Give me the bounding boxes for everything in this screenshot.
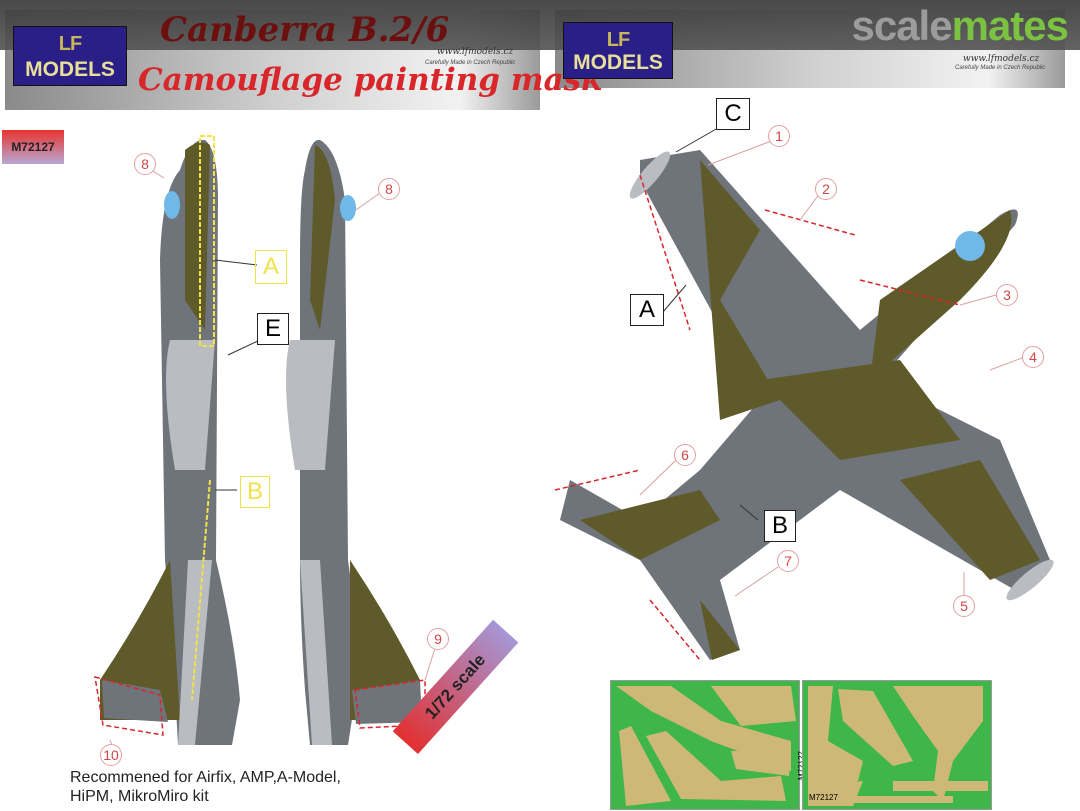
callout-8-left: 8: [134, 153, 156, 175]
scalemates-watermark: scalemates: [851, 2, 1069, 49]
mask-sheet-1: M72127: [610, 680, 806, 810]
callout-7: 7: [777, 550, 799, 572]
callout-4: 4: [1022, 346, 1044, 368]
tagline-right: Carefully Made in Czech Republic: [955, 65, 1046, 71]
wings-icon: LF: [58, 33, 82, 55]
callout-3: 3: [996, 284, 1018, 306]
product-subtitle: Camouflage painting mask: [138, 62, 603, 98]
logo-text: MODELS: [25, 58, 115, 81]
compatibility-note: Recommened for Airfix, AMP,A-Model, HiPM…: [70, 769, 341, 805]
callout-2: 2: [815, 178, 837, 200]
callout-10: 10: [100, 744, 122, 766]
label-a-plan: A: [630, 294, 664, 326]
tagline: Carefully Made in Czech Republic: [425, 60, 516, 66]
mask-sheet-2: M72127: [802, 680, 992, 810]
callout-8-right: 8: [378, 178, 400, 200]
callout-6: 6: [674, 444, 696, 466]
label-e-side: E: [257, 313, 289, 345]
callout-9: 9: [427, 628, 449, 650]
top-banner: [0, 0, 1080, 50]
callout-5: 5: [953, 595, 975, 617]
label-a-side: A: [255, 250, 287, 284]
lf-models-logo-right: LF MODELS: [563, 22, 673, 79]
callout-1: 1: [768, 125, 790, 147]
plan-view: [554, 150, 1054, 661]
product-code-badge: M72127: [2, 130, 64, 164]
side-view-left: [94, 135, 240, 746]
label-b-side: B: [240, 476, 270, 508]
lf-models-logo-left: LF MODELS: [13, 26, 127, 86]
wings-icon: LF: [606, 29, 630, 51]
side-view-right: [286, 139, 426, 746]
product-title: Canberra B.2/6: [160, 10, 450, 50]
logo-text: MODELS: [573, 51, 663, 74]
label-c-plan: C: [716, 98, 750, 130]
label-b-plan: B: [764, 510, 796, 542]
website: www.lfmodels.cz: [437, 47, 514, 57]
website-right: www.lfmodels.cz: [963, 54, 1040, 64]
